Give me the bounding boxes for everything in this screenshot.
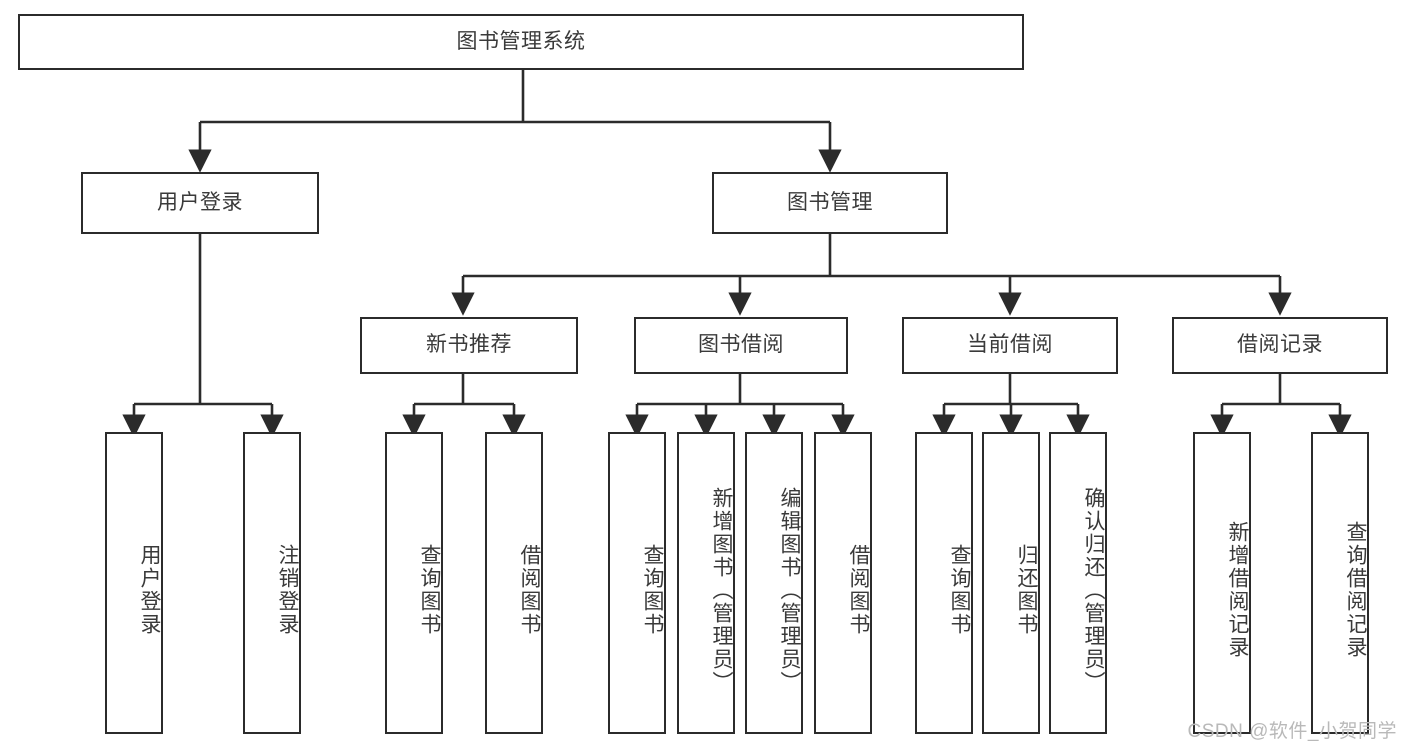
leaf-edit-book[interactable]: 编辑图书（管理员） <box>745 432 803 734</box>
node-new-book-recommend[interactable]: 新书推荐 <box>360 317 578 374</box>
leaf-confirm-return[interactable]: 确认归还（管理员） <box>1049 432 1107 734</box>
leaf-add-record[interactable]: 新增借阅记录 <box>1193 432 1251 734</box>
leaf-query-book-3[interactable]: 查询图书 <box>915 432 973 734</box>
leaf-query-record-label: 查询借阅记录 <box>1344 521 1367 659</box>
leaf-logout[interactable]: 注销登录 <box>243 432 301 734</box>
leaf-query-book-2-label: 查询图书 <box>641 544 664 636</box>
leaf-query-record[interactable]: 查询借阅记录 <box>1311 432 1369 734</box>
leaf-query-book-1[interactable]: 查询图书 <box>385 432 443 734</box>
node-current-borrow[interactable]: 当前借阅 <box>902 317 1118 374</box>
leaf-query-book-3-label: 查询图书 <box>948 544 971 636</box>
node-borrow-record-label: 借阅记录 <box>1237 333 1323 357</box>
leaf-return-book[interactable]: 归还图书 <box>982 432 1040 734</box>
leaf-borrow-book-2[interactable]: 借阅图书 <box>814 432 872 734</box>
node-current-borrow-label: 当前借阅 <box>967 333 1053 357</box>
leaf-confirm-return-label: 确认归还（管理员） <box>1082 486 1105 694</box>
leaf-user-login-label: 用户登录 <box>138 544 161 636</box>
leaf-add-book-label: 新增图书（管理员） <box>710 486 733 694</box>
leaf-borrow-book-1[interactable]: 借阅图书 <box>485 432 543 734</box>
leaf-edit-book-label: 编辑图书（管理员） <box>778 486 801 694</box>
node-root-label: 图书管理系统 <box>456 29 586 53</box>
leaf-logout-label: 注销登录 <box>276 544 299 636</box>
leaf-add-record-label: 新增借阅记录 <box>1226 521 1249 659</box>
leaf-borrow-book-2-label: 借阅图书 <box>847 544 870 636</box>
leaf-user-login[interactable]: 用户登录 <box>105 432 163 734</box>
node-book-management-label: 图书管理 <box>787 190 873 214</box>
node-new-book-recommend-label: 新书推荐 <box>426 333 512 357</box>
node-root[interactable]: 图书管理系统 <box>18 14 1024 70</box>
leaf-borrow-book-1-label: 借阅图书 <box>518 544 541 636</box>
leaf-query-book-2[interactable]: 查询图书 <box>608 432 666 734</box>
leaf-query-book-1-label: 查询图书 <box>418 544 441 636</box>
node-user-login-label: 用户登录 <box>157 190 243 214</box>
watermark: CSDN @软件_小贺同学 <box>1187 721 1397 742</box>
node-book-borrow[interactable]: 图书借阅 <box>634 317 848 374</box>
node-book-management[interactable]: 图书管理 <box>712 172 948 234</box>
leaf-add-book[interactable]: 新增图书（管理员） <box>677 432 735 734</box>
node-book-borrow-label: 图书借阅 <box>698 333 784 357</box>
node-user-login[interactable]: 用户登录 <box>81 172 319 234</box>
leaf-return-book-label: 归还图书 <box>1015 544 1038 636</box>
node-borrow-record[interactable]: 借阅记录 <box>1172 317 1388 374</box>
